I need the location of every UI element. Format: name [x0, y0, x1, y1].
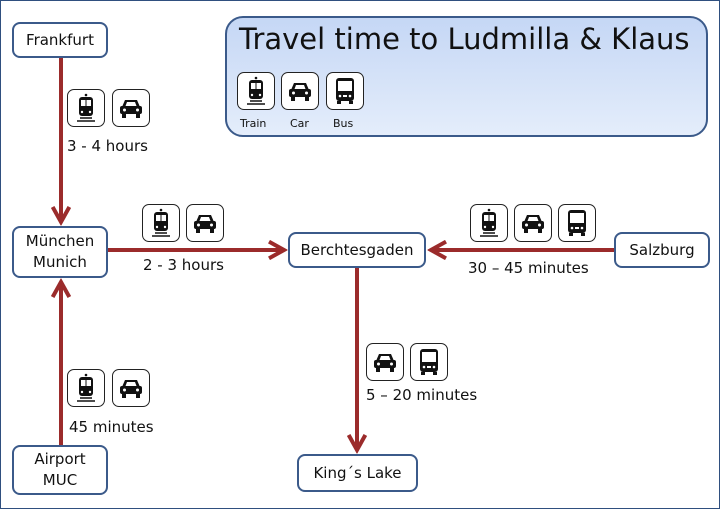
node-kings-lake: King´s Lake: [297, 454, 418, 492]
legend-train-icon: [237, 72, 275, 110]
node-salzburg: Salzburg: [614, 232, 710, 268]
node-label: King´s Lake: [313, 463, 402, 482]
legend-car-icon: [281, 72, 319, 110]
car-icon: [366, 343, 404, 381]
legend-label-bus: Bus: [333, 117, 354, 130]
train-icon: [67, 369, 105, 407]
node-berchtesgaden: Berchtesgaden: [288, 232, 426, 268]
car-icon: [112, 369, 150, 407]
bus-icon: [410, 343, 448, 381]
route-time-frankfurt-munich: 3 - 4 hours: [67, 137, 148, 155]
legend-bus-icon: [326, 72, 364, 110]
train-icon: [67, 89, 105, 127]
legend-label-car: Car: [290, 117, 309, 130]
train-icon: [470, 204, 508, 242]
route-time-airport-munich: 45 minutes: [69, 418, 154, 436]
node-label: Salzburg: [629, 240, 695, 259]
node-airport: Airport MUC: [12, 445, 108, 495]
page-title: Travel time to Ludmilla & Klaus: [239, 22, 690, 56]
node-label: Airport: [34, 450, 86, 468]
bus-icon: [558, 204, 596, 242]
car-icon: [112, 89, 150, 127]
node-label: Frankfurt: [26, 30, 94, 49]
car-icon: [186, 204, 224, 242]
route-time-berchtesgaden-kings-lake: 5 – 20 minutes: [366, 386, 478, 404]
car-icon: [514, 204, 552, 242]
route-time-salzburg-berchtesgaden: 30 – 45 minutes: [468, 259, 589, 277]
node-label: Munich: [33, 253, 87, 271]
node-label: München: [25, 232, 95, 250]
route-time-munich-berchtesgaden: 2 - 3 hours: [143, 256, 224, 274]
node-frankfurt: Frankfurt: [12, 22, 108, 58]
legend-label-train: Train: [240, 117, 267, 130]
node-label: Berchtesgaden: [300, 240, 414, 259]
node-munich: München Munich: [12, 226, 108, 278]
node-label: MUC: [42, 471, 78, 489]
title-legend-box: Travel time to Ludmilla & Klaus: [225, 16, 708, 137]
train-icon: [142, 204, 180, 242]
